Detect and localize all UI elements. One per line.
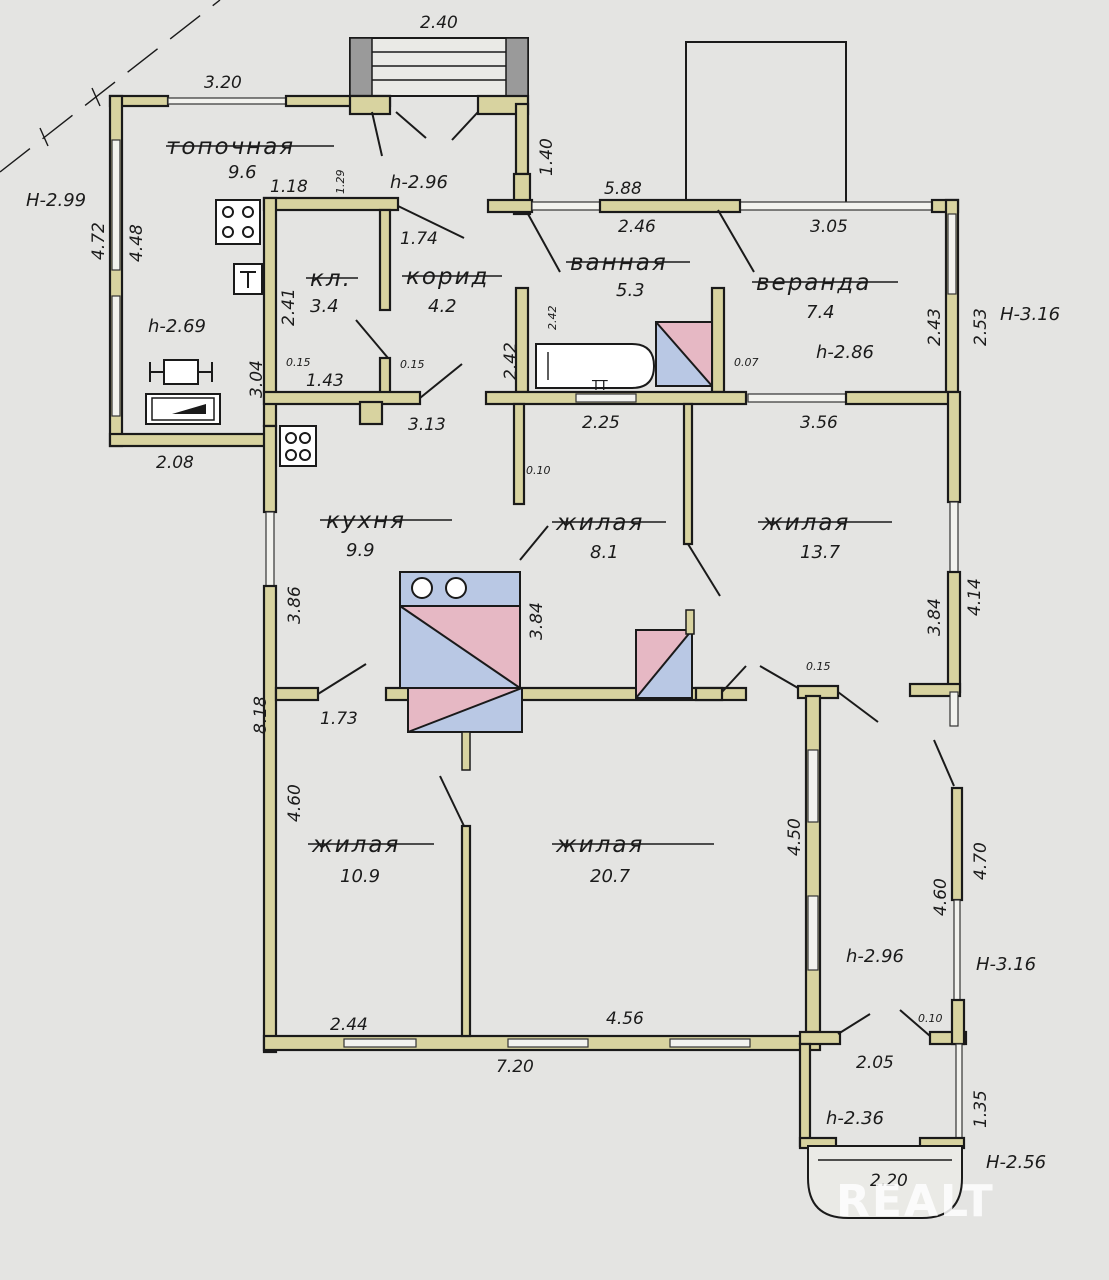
stove-topochnaya-icon [215,199,261,245]
dim-2.46: 2.46 [618,217,656,237]
room-area-koridor: 4.2 [428,296,457,317]
room-name-zhilaya1: жилая [555,510,644,536]
dim-2.43: 2.43 [925,308,945,346]
dimension-labels: 2.40 3.20 1.18 1.74 5.88 2.46 3.05 0.15 … [89,13,991,1191]
room-heater-icon [635,609,695,699]
dim-2.44: 2.44 [330,1015,368,1035]
height-porch: h-2.96 [846,946,904,967]
dim-1.40: 1.40 [537,138,557,176]
furnace-icon [145,393,221,425]
dim-4.60-b: 4.60 [931,878,951,916]
dim-4.14: 4.14 [965,578,985,616]
dim-4.56: 4.56 [606,1009,644,1029]
dim-7.20: 7.20 [496,1057,534,1077]
dim-0.15-a: 0.15 [286,356,311,369]
dim-4.48: 4.48 [127,224,147,262]
room-name-zhilaya4: жилая [555,832,644,858]
height-small-porch: h-2.36 [826,1108,884,1129]
dim-1.43: 1.43 [306,371,344,391]
dim-4.60-a: 4.60 [285,784,305,822]
dim-4.70: 4.70 [971,842,991,880]
dim-2.20: 2.20 [870,1171,908,1191]
height-right-bottom: H-3.16 [976,954,1036,975]
dim-3.86: 3.86 [285,586,305,624]
room-name-koridor: корид [406,264,489,290]
dim-3.84-b: 3.84 [925,598,945,636]
height-bottom: H-2.56 [986,1152,1046,1173]
stove-kitchen-icon [279,425,317,467]
dim-2.05: 2.05 [856,1053,894,1073]
dim-4.50: 4.50 [785,818,805,856]
height-entry: h-2.96 [390,172,448,193]
dim-3.84-a: 3.84 [527,602,547,640]
dim-4.72: 4.72 [89,222,109,260]
site-boundary-line [0,0,221,173]
dim-0.15-c: 0.15 [806,660,831,673]
dim-2.40: 2.40 [420,13,458,33]
room-area-kukhnya: 9.9 [346,540,375,561]
dim-3.05: 3.05 [810,217,848,237]
dim-1.73: 1.73 [320,709,358,729]
outbuilding [685,41,847,205]
room-area-zhilaya1: 8.1 [590,542,619,563]
svg-text:TT: TT [591,379,608,394]
dim-2.42-a: 2.42 [546,306,559,331]
dim-2.25: 2.25 [582,413,620,433]
room-name-kukhnya: кухня [326,508,406,534]
room-name-zhilaya3: жилая [311,832,400,858]
walls [108,94,968,1150]
room-area-topochnaya: 9.6 [228,162,257,183]
bathtub-icon: TT [535,343,656,394]
bath-heater-icon [655,321,713,387]
dim-3.04: 3.04 [247,360,267,398]
dim-1.29: 1.29 [334,170,347,195]
room-area-kladovaya: 3.4 [310,296,339,317]
toilet-icon [233,263,263,295]
dim-1.18: 1.18 [270,177,308,197]
room-height-topochnaya: h-2.69 [148,316,206,337]
dim-2.53: 2.53 [971,308,991,346]
room-area-zhilaya4: 20.7 [590,866,631,887]
door-swings [317,111,955,1037]
room-height-veranda: h-2.86 [816,342,874,363]
dim-0.10-b: 0.10 [918,1012,943,1025]
dim-5.88: 5.88 [604,179,642,199]
dim-1.74: 1.74 [400,229,438,249]
dim-3.56: 3.56 [800,413,838,433]
dim-8.18: 8.18 [251,696,271,734]
room-area-zhilaya2: 13.7 [800,542,841,563]
room-labels: топочная 9.6 h-2.69 кл. 3.4 корид 4.2 ва… [148,134,898,887]
room-name-vannaya: ванная [570,250,668,276]
room-name-zhilaya2: жилая [761,510,850,536]
room-area-veranda: 7.4 [806,302,835,323]
room-name-kladovaya: кл. [310,266,352,292]
main-stove-icon [399,571,521,689]
room-area-zhilaya3: 10.9 [340,866,380,887]
height-left: H-2.99 [26,190,86,211]
bottom-porch-icon [807,1145,963,1219]
dim-1.35: 1.35 [971,1090,991,1128]
dim-3.20: 3.20 [204,73,242,93]
dim-3.13: 3.13 [408,415,446,435]
realt-watermark: REALT [836,1176,995,1227]
stove-base-icon [407,687,523,771]
height-right-top: H-3.16 [1000,304,1060,325]
dim-2.41: 2.41 [279,288,299,326]
room-name-topochnaya: топочная [166,134,295,160]
height-labels: h-2.96 h-2.96 h-2.36 H-2.99 H-3.16 H-3.1… [26,172,1060,1173]
boiler-icon [149,359,213,385]
dim-2.42-b: 2.42 [501,342,521,380]
dim-0.10-a: 0.10 [526,464,551,477]
room-name-veranda: веранда [756,270,871,296]
entry-steps [349,37,529,97]
room-area-vannaya: 5.3 [616,280,645,301]
dim-0.15-b: 0.15 [400,358,425,371]
dim-0.07: 0.07 [734,356,759,369]
dim-2.08: 2.08 [156,453,194,473]
